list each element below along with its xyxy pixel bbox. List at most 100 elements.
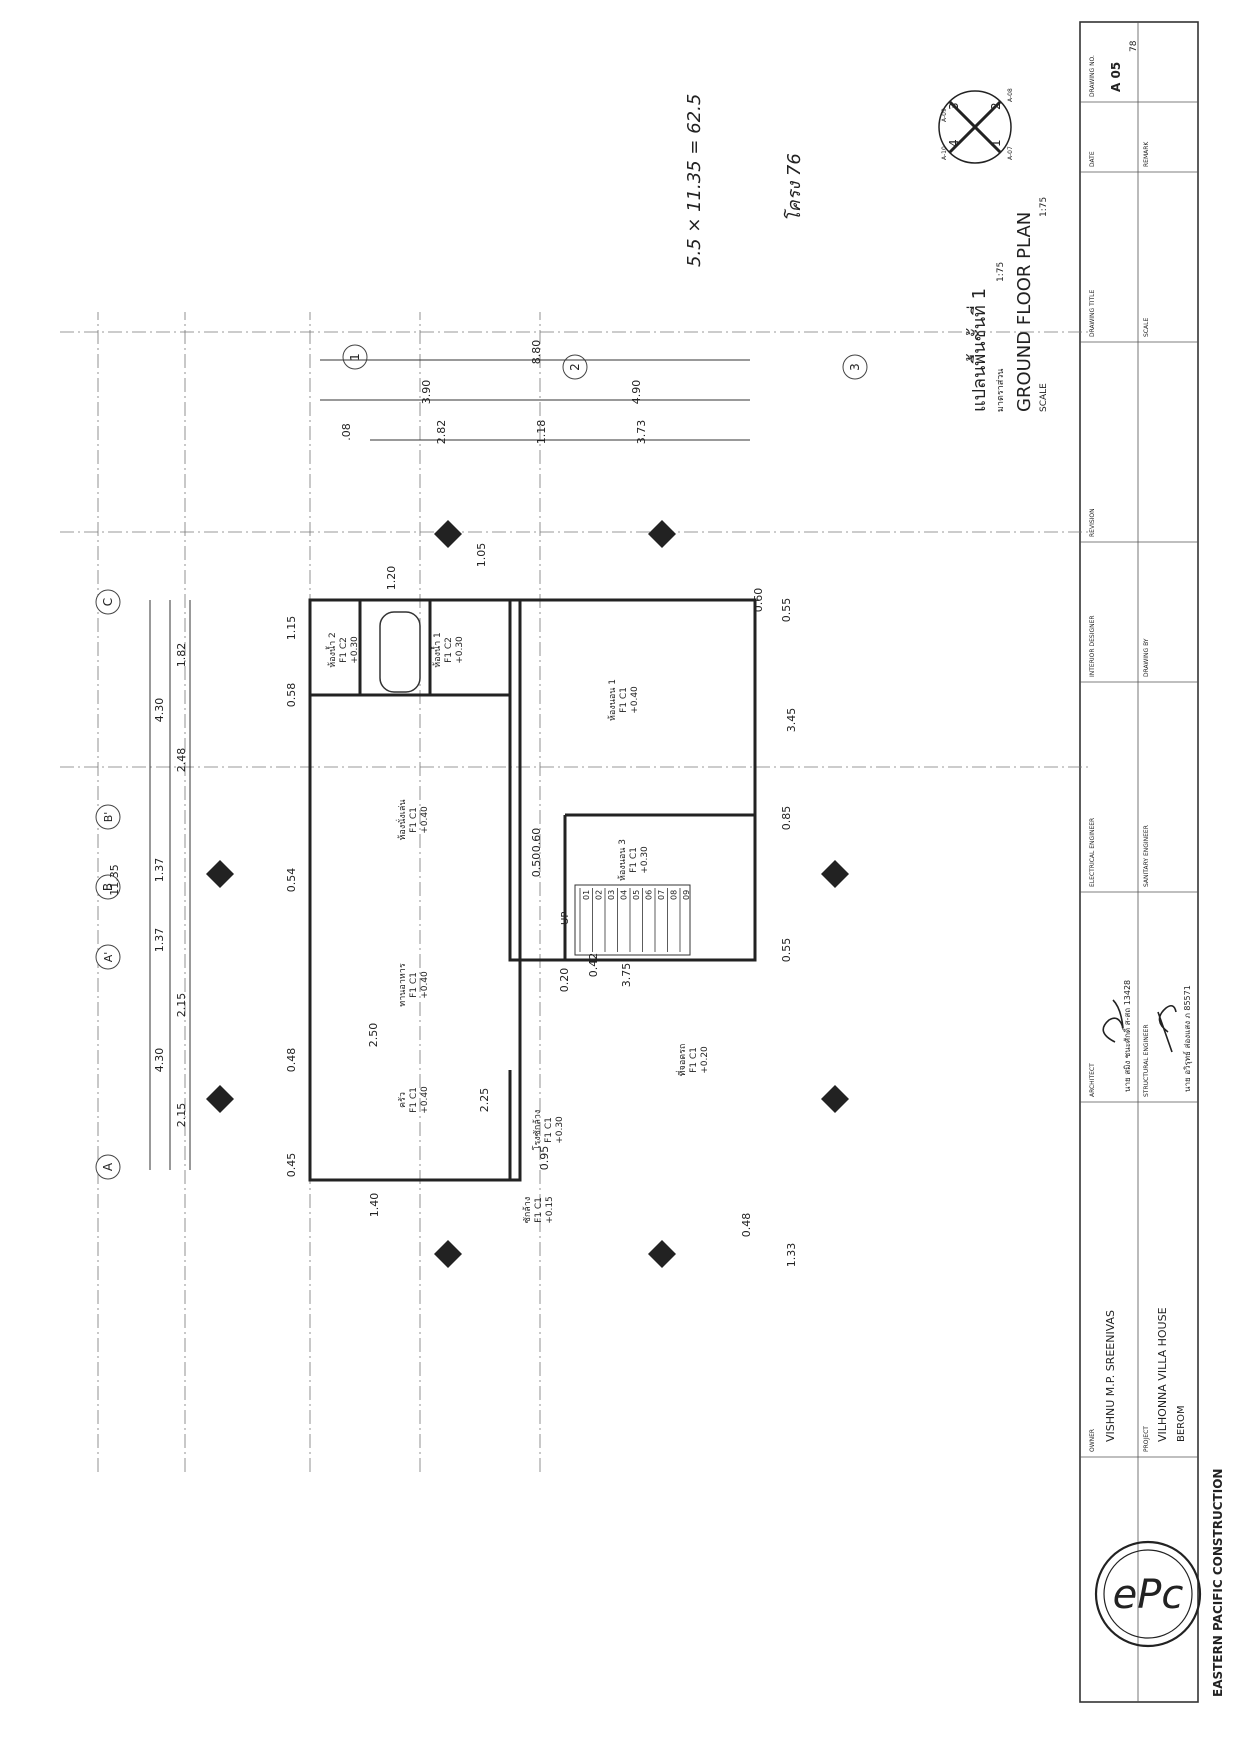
dimension-d-1-40: 1.40 [368,1193,381,1218]
dimension-d-0-42: 0.42 [587,953,600,978]
room-name: ห้องนอน 3 [617,839,628,881]
plan-scale-en: SCALE [1039,383,1049,412]
section-marker [821,1085,849,1113]
structural-signature [1157,1004,1177,1053]
interior-label: INTERIOR DESIGNER [1089,615,1096,677]
electrical-label: ELECTRICAL ENGINEER [1089,818,1096,887]
stair-step-number: 01 [582,890,591,900]
room-name: ทานอาหาร [398,963,408,1007]
section-key-number: 4 [947,139,961,147]
dimension-top-2-15b: 2.15 [175,993,188,1018]
wall-east-block [508,598,757,962]
svg-text:1: 1 [348,353,362,361]
room-code: F1 C2 [339,637,349,663]
structural-label: STRUCTURAL ENGINEER [1143,1025,1150,1098]
section-key-circle [938,90,1012,164]
svg-text:B: B [101,883,115,891]
dimension-side-3-90: 3.90 [420,380,433,405]
handwritten-note-count: โครง 76 [783,153,805,222]
room-name: ห้องนอน 1 [607,679,618,721]
section-marker [206,860,234,888]
dimension-top-1-37b: 1.37 [153,858,166,883]
plan-scale-th: มาตราส่วน [996,369,1006,412]
dimension-d-1-33: 1.33 [785,1243,798,1268]
svg-text:3: 3 [848,363,862,371]
dimension-side-1-18: 1.18 [535,420,548,445]
stair-step-number: 05 [632,890,641,900]
room-code: F1 C1 [409,807,419,833]
section-marker [206,1085,234,1113]
bathtub [379,611,421,693]
section-marker [821,860,849,888]
sheet-total: 78 [1129,40,1139,52]
dimension-top-4-30b: 4.30 [153,698,166,723]
architect-signature [1102,999,1124,1043]
grid-bubble-B: B [95,874,121,900]
title-block: ePc EASTERN PACIFIC CONSTRUCTION OWNER V… [1079,21,1225,1703]
dimension-d-0-48: 0.48 [285,1048,298,1073]
room-level: +0.40 [420,806,430,834]
section-marker [648,520,676,548]
stair-up-label: UP [560,912,571,925]
handwritten-note-calc: 5.5 × 11.35 = 62.5 [684,94,705,267]
dimension-top-1-37: 1.37 [153,928,166,953]
svg-text:C: C [101,598,115,606]
room-name: ซักล้าง [522,1197,533,1224]
room-code: F1 C1 [689,1047,699,1073]
remark-label: REMARK [1143,141,1150,167]
room-level: +0.40 [630,686,640,714]
stair-step-number: 04 [620,890,629,900]
section-key-ref: A-07 [1007,146,1014,160]
stair-step-number: 07 [657,890,666,900]
walls [308,598,757,1182]
sanitary-label: SANITARY ENGINEER [1143,825,1150,887]
drawing-by-label: DRAWING BY [1143,638,1150,677]
wall-west-block [308,598,522,1182]
project-label: PROJECT [1143,1426,1150,1452]
section-key-cross [948,100,1002,154]
room-name: ห้องน้ำ 2 [325,632,338,668]
room-code: F1 C1 [409,972,419,998]
room-level: +0.30 [555,1116,565,1144]
company-name: EASTERN PACIFIC CONSTRUCTION [1211,1469,1225,1697]
room-name: โรงซักล้าง [532,1110,543,1151]
dimension-d-2-25: 2.25 [478,1088,491,1113]
room-name: ห้องน้ำ 1 [430,632,443,668]
room-code: F1 C2 [444,637,454,663]
plan-title-en: GROUND FLOOR PLAN [1014,212,1035,412]
room-code: F1 C1 [544,1117,554,1143]
title-block-frame [1079,21,1199,1703]
dimension-d-1-20: 1.20 [385,566,398,591]
dimension-side-8-80: 8.80 [530,340,543,365]
svg-text:B': B' [102,812,115,823]
date-label: DATE [1089,151,1096,167]
dimension-d-1-05: 1.05 [475,543,488,568]
room-level: +0.30 [350,636,360,664]
section-marker [434,520,462,548]
owner-value: VISHNU M.P. SREENIVAS [1104,1310,1117,1442]
dimension-side-4-90: 4.90 [630,380,643,405]
dimension-top-2-15: 2.15 [175,1103,188,1128]
room-level: +0.15 [545,1196,555,1224]
dimension-side-08: .08 [340,423,353,441]
dimension-d-3-75: 3.75 [620,963,633,988]
section-key-number: 2 [989,102,1003,110]
grid-bubble-2: 2 [562,354,588,380]
grid-bubbles: A A' B B' C 1 2 3 [95,344,868,1180]
dimension-top-2-48: 2.48 [175,748,188,773]
stair-step-number: 08 [670,890,679,900]
section-marker [648,1240,676,1268]
section-key: 3 2 4 1 A-09 A-08 A-10 A-07 [938,88,1014,164]
svg-text:2: 2 [568,363,582,371]
dimension-d-1-15: 1.15 [285,616,298,641]
room-code: F1 C1 [619,687,629,713]
dimension-d-0-55: 0.55 [780,598,793,623]
plan-scale-th-value: 1:75 [996,262,1006,282]
dimension-top-total: 11.35 [108,864,121,896]
section-markers [206,520,849,1268]
drawing-no-label: DRAWING NO. [1089,55,1096,97]
dimension-texts: 11.352.154.302.151.371.372.484.301.828.8… [108,340,798,1268]
svg-text:A': A' [102,952,115,963]
